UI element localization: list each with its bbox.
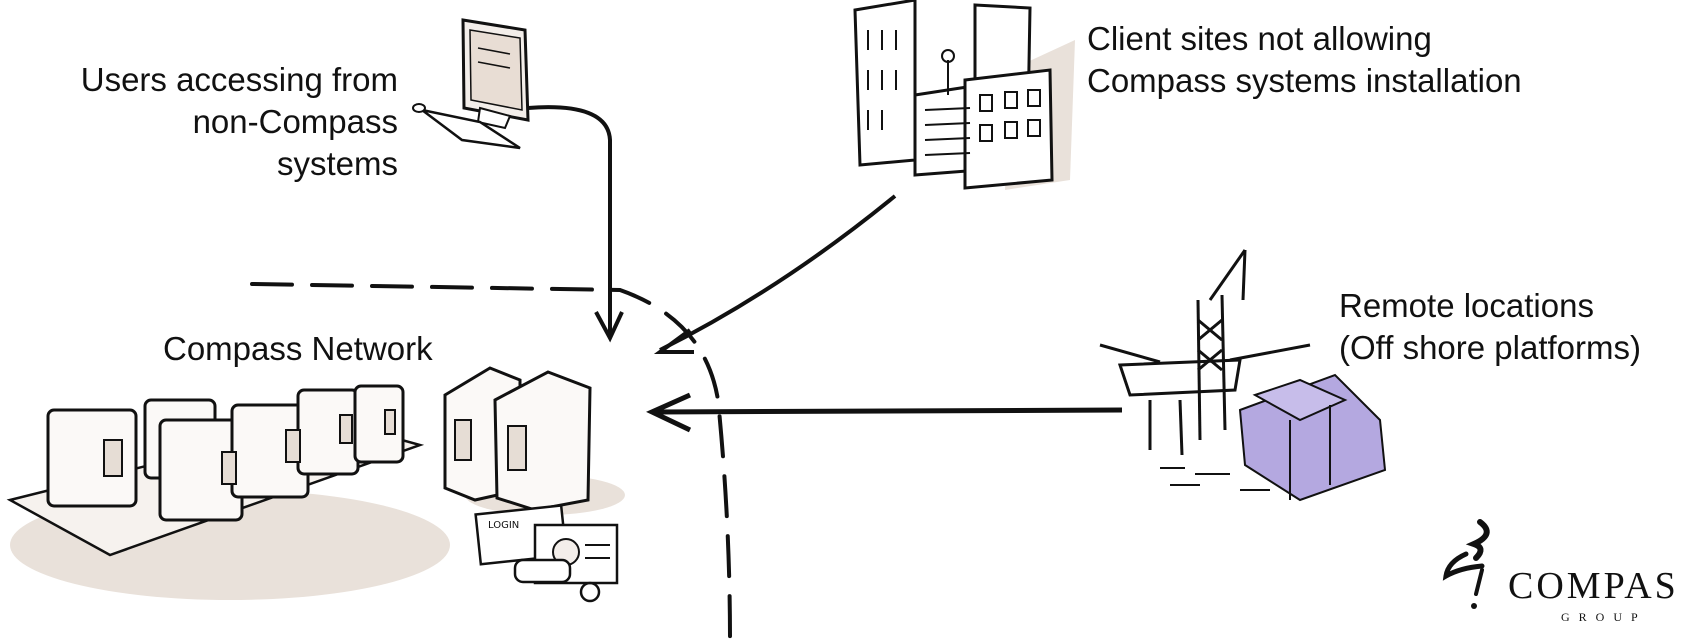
arrow-users-to-network [527, 105, 624, 343]
server-farm-icon [6, 384, 450, 600]
buildings-icon [853, 0, 1075, 190]
network-boundary-dashed-line [250, 282, 732, 640]
compass-group-logo: COMPAS GROUP [1438, 514, 1685, 640]
arrow-remote-to-network [646, 392, 1123, 433]
arrow-client-to-network [653, 194, 897, 354]
compass-logo-mark-icon [1442, 519, 1490, 609]
oil-platform-icon [1099, 249, 1387, 502]
remote-locations-label: Remote locations (Off shore platforms) [1339, 287, 1641, 366]
logo-subtitle: GROUP [1561, 610, 1647, 624]
login-card-icon: LOGIN [474, 504, 619, 603]
login-servers-icon [443, 366, 625, 515]
compass-network-label: Compass Network [163, 330, 433, 367]
computer-icon [412, 18, 530, 150]
login-card-title: LOGIN [488, 520, 519, 531]
logo-wordmark: COMPAS [1508, 565, 1679, 607]
client-sites-label: Client sites not allowing Compass system… [1087, 20, 1522, 99]
users-label: Users accessing from non-Compass systems [80, 61, 398, 182]
